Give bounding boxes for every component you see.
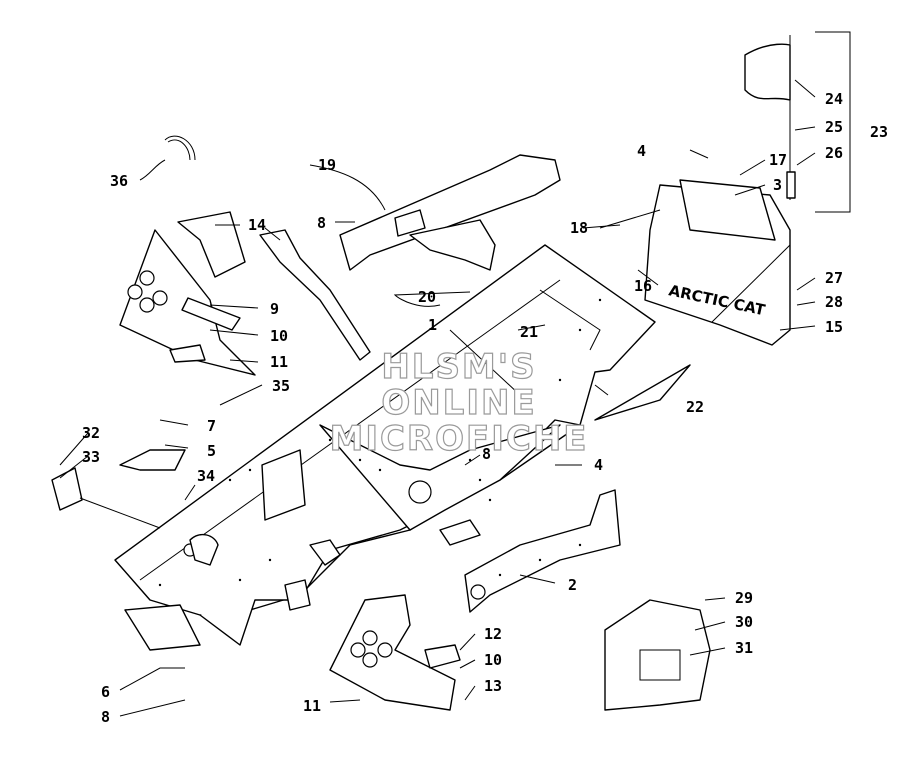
- callout-18: 18: [570, 219, 588, 237]
- callout-32: 32: [82, 424, 100, 442]
- callout-4-mid: 4: [594, 456, 603, 474]
- callout-6: 6: [101, 683, 110, 701]
- rear-cover: [604, 599, 711, 711]
- callout-2: 2: [568, 576, 577, 594]
- chassis-tunnel: [114, 244, 656, 646]
- callout-7: 7: [207, 417, 216, 435]
- watermark: HLSM'S ONLINE MICROFICHE: [329, 346, 588, 459]
- callout-36: 36: [110, 172, 128, 190]
- watermark-line-3: MICROFICHE: [329, 419, 588, 459]
- callout-11-upper: 11: [270, 353, 288, 371]
- callout-21: 21: [520, 323, 538, 341]
- callout-22: 22: [686, 398, 704, 416]
- callout-34: 34: [197, 467, 215, 485]
- callout-3: 3: [773, 176, 782, 194]
- bracket-assembly: [177, 211, 371, 361]
- callout-9: 9: [270, 300, 279, 318]
- callout-31: 31: [735, 639, 753, 657]
- flag-assembly: [744, 31, 851, 213]
- mounting-block: [51, 467, 161, 529]
- callout-4-top: 4: [637, 142, 646, 160]
- callout-12: 12: [484, 625, 502, 643]
- skid-plate-lower: [329, 594, 461, 711]
- step-plate: [124, 604, 201, 651]
- watermark-line-2: ONLINE: [381, 383, 536, 423]
- leader-lines: [59, 79, 816, 717]
- callout-10-lower: 10: [484, 651, 502, 669]
- rail-bracket: [339, 154, 561, 271]
- watermark-line-1: HLSM'S: [381, 347, 536, 387]
- callout-16: 16: [634, 277, 652, 295]
- callout-labels: 1 2 3 4 4 5 6 7 8 8 8 9 10 10 11 11 12 1…: [82, 90, 888, 726]
- callout-20: 20: [418, 288, 436, 306]
- callout-29: 29: [735, 589, 753, 607]
- callout-5: 5: [207, 442, 216, 460]
- rear-bumper: ARCTIC CAT: [599, 179, 791, 346]
- callout-23: 23: [870, 123, 888, 141]
- callout-8-left: 8: [317, 214, 326, 232]
- cover-plate: [594, 364, 691, 421]
- mount-bracket: [119, 449, 186, 471]
- callout-10-upper: 10: [270, 327, 288, 345]
- callout-27: 27: [825, 269, 843, 287]
- callout-26: 26: [825, 144, 843, 162]
- side-bracket: [464, 489, 621, 613]
- callout-11-lower: 11: [303, 697, 321, 715]
- callout-28: 28: [825, 293, 843, 311]
- callout-30: 30: [735, 613, 753, 631]
- callout-8-bottom: 8: [101, 708, 110, 726]
- callout-8-center: 8: [482, 445, 491, 463]
- callout-1: 1: [428, 316, 437, 334]
- callout-24: 24: [825, 90, 843, 108]
- callout-15: 15: [825, 318, 843, 336]
- callout-35: 35: [272, 377, 290, 395]
- callout-17: 17: [769, 151, 787, 169]
- callout-13: 13: [484, 677, 502, 695]
- callout-14: 14: [248, 216, 266, 234]
- callout-33: 33: [82, 448, 100, 466]
- callout-25: 25: [825, 118, 843, 136]
- callout-19: 19: [318, 156, 336, 174]
- clamp-strap: [164, 135, 196, 161]
